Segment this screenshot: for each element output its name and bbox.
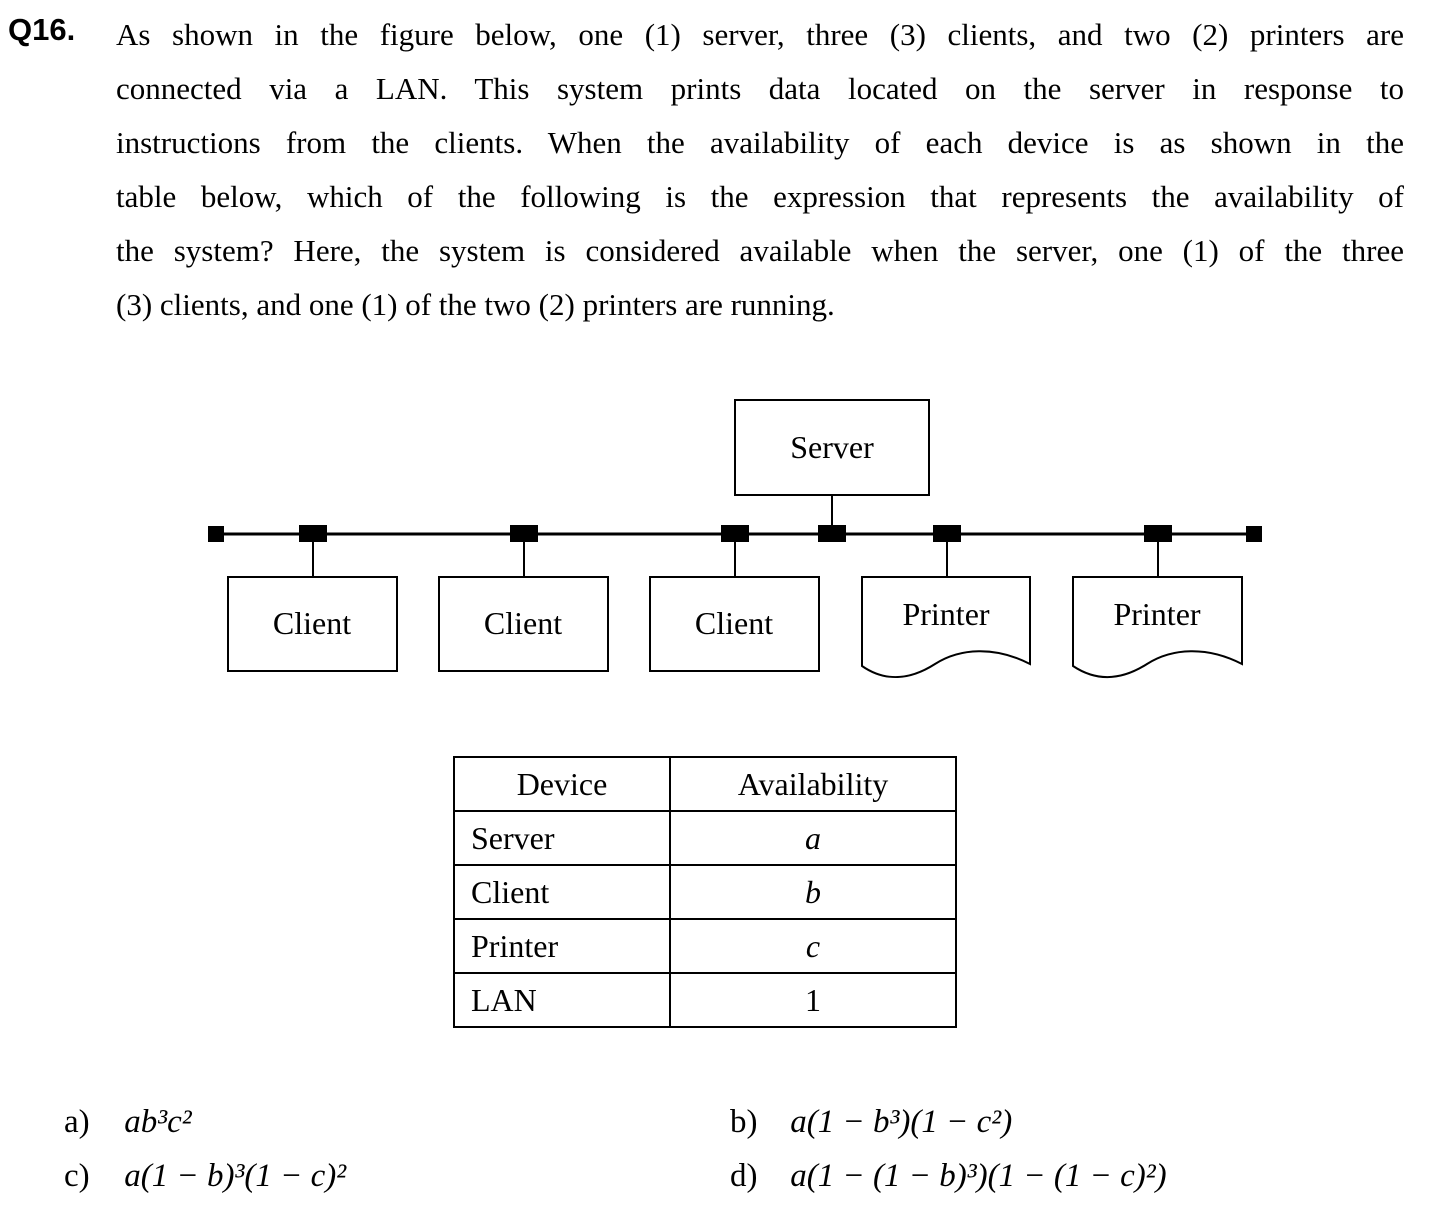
column-header-device: Device	[453, 756, 671, 812]
table-row: LAN 1	[453, 972, 957, 1028]
client-label: Client	[695, 605, 773, 641]
client-box	[438, 576, 609, 672]
availability-cell: a	[669, 810, 957, 866]
availability-table: Device Availability Server a Client b Pr…	[453, 756, 957, 1028]
client-box	[227, 576, 398, 672]
column-header-availability: Availability	[669, 756, 957, 812]
question-text: As shown in the figure below, one (1) se…	[116, 8, 1404, 332]
client-tap	[721, 525, 749, 542]
client-tap	[510, 525, 538, 542]
option-text: a(1 − (1 − b)³)(1 − (1 − c)²)	[790, 1158, 1167, 1194]
device-cell: Printer	[453, 918, 671, 974]
option-c: c) a(1 − b)³(1 − c)²	[64, 1158, 346, 1195]
printer-label: Printer	[902, 596, 989, 632]
availability-cell: 1	[669, 972, 957, 1028]
table-row: Client b	[453, 864, 957, 920]
client-label: Client	[273, 605, 351, 641]
client-tap	[299, 525, 327, 542]
option-b: b) a(1 − b³)(1 − c²)	[730, 1104, 1012, 1141]
question-line: instructions from the clients. When the …	[116, 125, 1404, 160]
table-row: Printer c	[453, 918, 957, 974]
table-row: Server a	[453, 810, 957, 866]
printer-shape	[861, 576, 1031, 678]
printer-shape	[1072, 576, 1243, 678]
server-tap	[818, 525, 846, 542]
device-cell: Client	[453, 864, 671, 920]
table-header-row: Device Availability	[453, 756, 957, 812]
question-line: the system? Here, the system is consider…	[116, 233, 1404, 268]
option-text: a(1 − b)³(1 − c)²	[124, 1158, 347, 1194]
option-label: c)	[64, 1158, 90, 1194]
option-label: a)	[64, 1104, 90, 1140]
question-line: (3) clients, and one (1) of the two (2) …	[116, 287, 835, 322]
client-label: Client	[484, 605, 562, 641]
printer-label: Printer	[1113, 596, 1200, 632]
option-d: d) a(1 − (1 − b)³)(1 − (1 − c)²)	[730, 1158, 1167, 1195]
lan-terminator-left	[208, 526, 224, 542]
option-label: d)	[730, 1158, 758, 1194]
server-label: Server	[790, 429, 874, 465]
option-text: a(1 − b³)(1 − c²)	[790, 1104, 1013, 1140]
question-line: connected via a LAN. This system prints …	[116, 71, 1404, 106]
lan-diagram: Server Client Client Client Printer Prin…	[208, 399, 1262, 678]
printer-tap	[933, 525, 961, 542]
availability-cell: c	[669, 918, 957, 974]
printer-tap	[1144, 525, 1172, 542]
option-text: ab³c²	[124, 1104, 192, 1140]
client-box	[649, 576, 820, 672]
option-a: a) ab³c²	[64, 1104, 192, 1141]
lan-terminator-right	[1246, 526, 1262, 542]
question-line: table below, which of the following is t…	[116, 179, 1404, 214]
device-cell: Server	[453, 810, 671, 866]
option-label: b)	[730, 1104, 758, 1140]
availability-cell: b	[669, 864, 957, 920]
question-line: As shown in the figure below, one (1) se…	[116, 17, 1404, 52]
device-cell: LAN	[453, 972, 671, 1028]
question-number: Q16.	[8, 12, 76, 47]
